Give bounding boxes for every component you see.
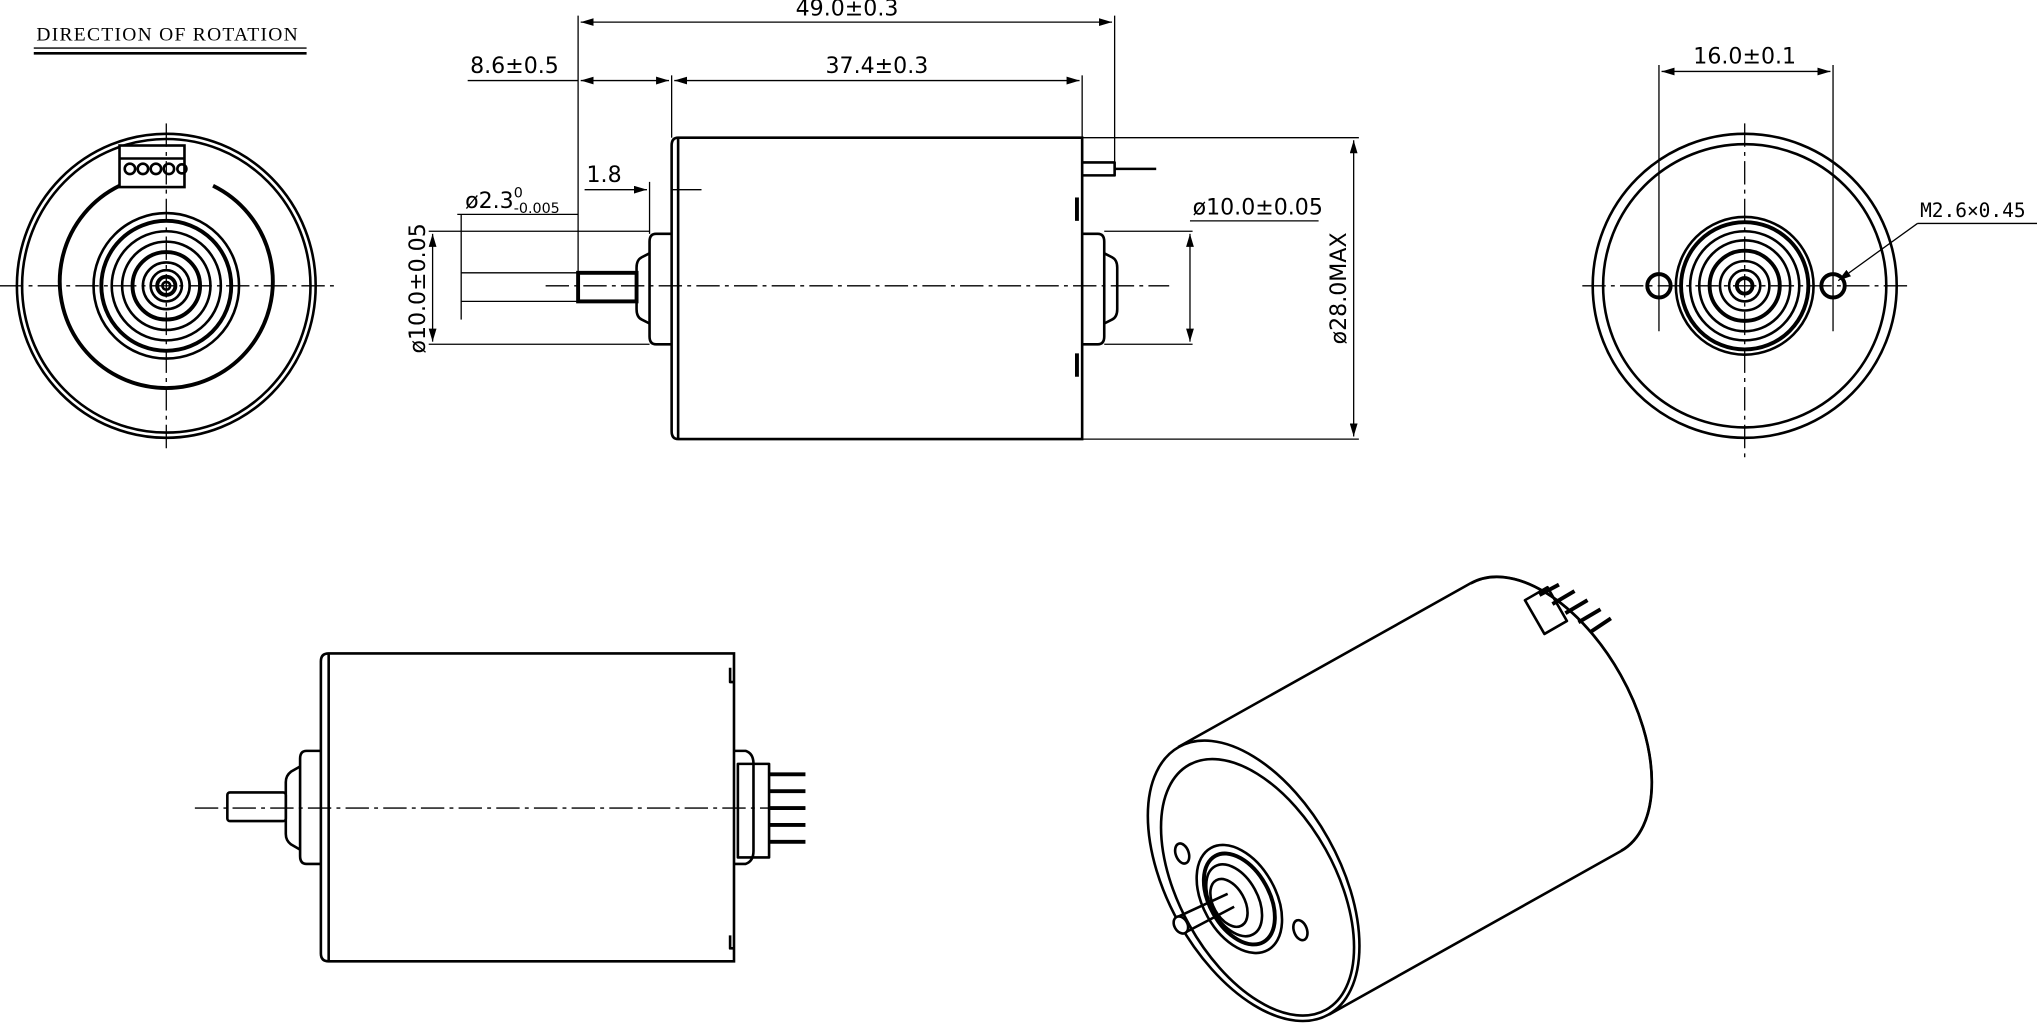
shaft-dia-upper-tol: 0 — [514, 185, 523, 201]
dim-front-boss-diameter: ø10.0±0.05 — [406, 223, 431, 353]
title-direction-of-rotation: DIRECTION OF ROTATION — [36, 24, 299, 45]
left-end-view — [0, 123, 336, 453]
dim-shaft-diameter: ø2.30-0.005 — [465, 185, 560, 217]
dim-shaft-length: 8.6±0.5 — [470, 54, 559, 79]
isometric-view — [1146, 575, 1654, 1023]
iso-pins — [1523, 582, 1612, 636]
side-view: 49.0±0.3 8.6±0.5 37.4±0.3 1.8 ø2.30-0.00… — [406, 0, 1359, 441]
dim-flange-thickness: 1.8 — [587, 163, 622, 188]
dim-body-diameter: ø28.0MAX — [1327, 232, 1352, 344]
connector-pins — [736, 762, 806, 859]
dim-hole-spacing: 16.0±0.1 — [1693, 45, 1796, 70]
thread-callout: M2.6×0.45 — [1920, 199, 2026, 222]
dim-overall-length: 49.0±0.3 — [796, 0, 899, 22]
shaft-dia-lower-tol: -0.005 — [514, 201, 560, 217]
dim-rear-boss-diameter: ø10.0±0.05 — [1193, 195, 1323, 220]
shaft-dia-value: ø2.3 — [465, 189, 514, 214]
shaft — [226, 791, 288, 823]
iso-hole — [1292, 918, 1309, 942]
bottom-side-view — [194, 652, 806, 963]
shaft — [576, 270, 639, 304]
title-block: DIRECTION OF ROTATION — [33, 24, 307, 55]
dim-body-length: 37.4±0.3 — [826, 54, 929, 79]
iso-hole — [1173, 842, 1191, 865]
front-end-view: 16.0±0.1 M2.6×0.45 — [1582, 45, 2037, 458]
connector-pins — [123, 162, 188, 176]
